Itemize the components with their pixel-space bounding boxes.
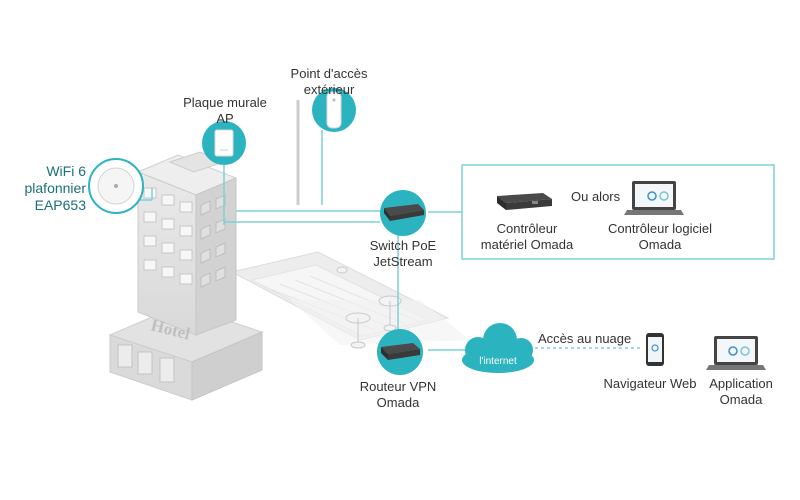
controller-box: [461, 164, 775, 260]
or-text: Ou alors: [571, 189, 621, 204]
wall-plate-ap-icon: [202, 121, 246, 165]
router-icon: [377, 329, 423, 375]
ceiling-ap-icon: [88, 158, 144, 214]
cloud-icon: [462, 323, 534, 373]
cloud-access-label: Accès au nuage: [538, 331, 632, 346]
poe-switch-label: Switch PoE JetStream: [369, 238, 437, 269]
laptop-app-icon: [706, 336, 766, 370]
outdoor-ap-icon: [312, 88, 356, 132]
eap653-label: WiFi 6 plafonnier EAP653: [24, 163, 87, 213]
vpn-router-label: Routeur VPN Omada: [359, 379, 437, 410]
hardware-controller-icon: [497, 193, 552, 210]
wall-plate-ap-label: Plaque murale AP: [183, 95, 267, 126]
connection-lines: [140, 130, 640, 351]
omada-app-label: Application Omada: [709, 376, 773, 407]
phone-icon: [646, 333, 664, 366]
outdoor-ap-label: Point d'accès extérieur: [290, 66, 368, 97]
internet-label: l'internet: [479, 356, 517, 367]
web-browser-label: Navigateur Web: [603, 376, 697, 391]
pool-area: [230, 251, 470, 345]
software-controller-label: Contrôleur logiciel Omada: [607, 221, 713, 252]
hotel-building: [108, 151, 264, 401]
switch-icon: [380, 190, 426, 236]
hardware-controller-label: Contrôleur matériel Omada: [480, 221, 574, 252]
laptop-icon: [624, 181, 684, 215]
umbrellas: [336, 266, 402, 349]
